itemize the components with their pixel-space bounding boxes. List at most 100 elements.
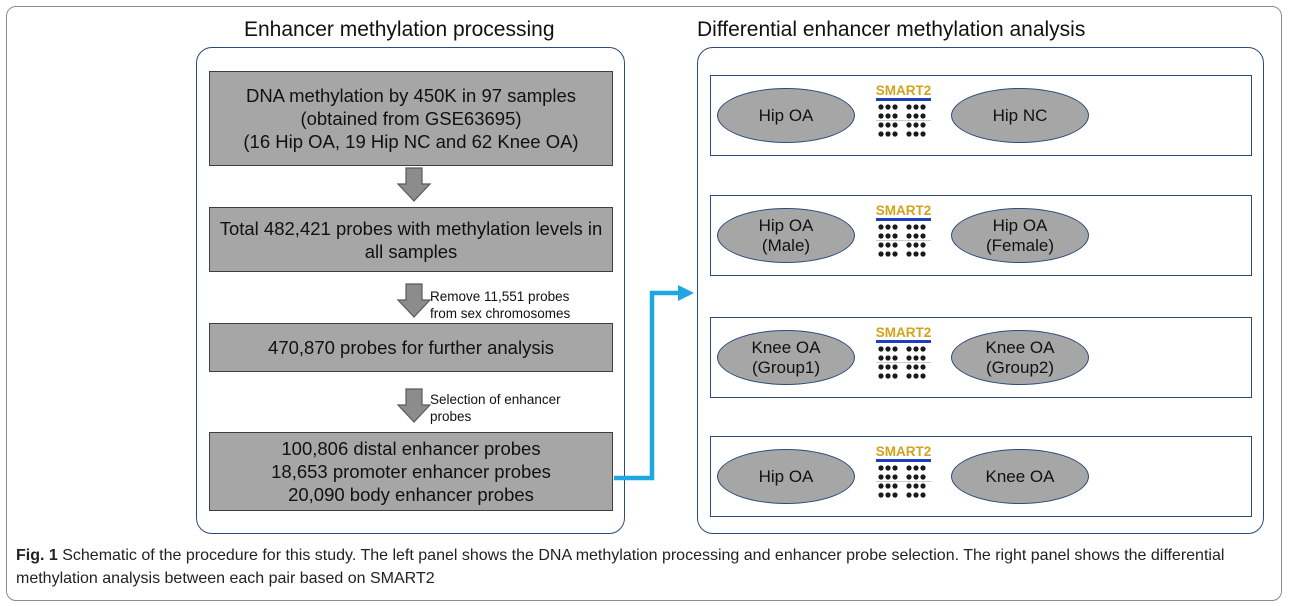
dot-mark xyxy=(885,122,891,128)
step-line: (obtained from GSE63695) xyxy=(300,108,522,129)
step-box-enhancer-probes: 100,806 distal enhancer probes 18,653 pr… xyxy=(209,432,613,511)
dot-mark xyxy=(913,131,919,137)
dot-mark xyxy=(892,224,898,230)
dot-mark xyxy=(885,233,891,239)
down-arrow-icon xyxy=(396,388,432,423)
dot-mark xyxy=(878,465,884,471)
dot-mark xyxy=(906,355,912,361)
dot-mark xyxy=(878,242,884,248)
dot-mark xyxy=(920,224,926,230)
group-ellipse: Hip OA (Male) xyxy=(717,208,855,263)
note-line: Selection of enhancer xyxy=(430,392,561,407)
dot-mark xyxy=(906,474,912,480)
logo-bar xyxy=(876,218,931,221)
dot-mark xyxy=(920,465,926,471)
dot-mark xyxy=(892,355,898,361)
dot-mark xyxy=(878,474,884,480)
smart2-logo-icon: SMART2 xyxy=(875,83,932,147)
dot-mark xyxy=(885,251,891,257)
down-arrow-icon xyxy=(396,283,432,318)
logo-bar xyxy=(876,340,931,343)
logo-bar xyxy=(876,98,931,101)
dot-mark xyxy=(920,474,926,480)
dot-mark xyxy=(892,122,898,128)
arrow-note-enhancer-selection: Selection of enhancer probes xyxy=(430,391,561,425)
dot-grid-icon xyxy=(876,104,931,137)
smart2-logo-icon: SMART2 xyxy=(875,444,932,508)
dot-mark xyxy=(906,113,912,119)
dot-mark xyxy=(913,251,919,257)
step-line: 18,653 promoter enhancer probes xyxy=(271,461,551,482)
dot-mark xyxy=(892,131,898,137)
dot-mark xyxy=(892,233,898,239)
dot-mark xyxy=(906,131,912,137)
tool-label: SMART2 xyxy=(875,444,932,459)
dot-mark xyxy=(885,242,891,248)
group-label: (Female) xyxy=(985,235,1054,255)
dot-mark xyxy=(885,355,891,361)
dot-mark xyxy=(885,224,891,230)
dot-mark xyxy=(878,355,884,361)
dot-mark xyxy=(913,104,919,110)
note-line: probes xyxy=(430,409,472,424)
dot-mark xyxy=(892,492,898,498)
group-label: (Male) xyxy=(761,235,811,255)
group-ellipse: Knee OA xyxy=(951,449,1089,504)
logo-bar xyxy=(876,459,931,462)
dot-mark xyxy=(892,242,898,248)
step-line: 470,870 probes for further analysis xyxy=(268,337,554,358)
dot-mark xyxy=(906,483,912,489)
step-box-further-analysis: 470,870 probes for further analysis xyxy=(209,323,613,372)
group-label: Knee OA xyxy=(985,337,1055,357)
comparison-box: Hip OA SMART2 Knee OA xyxy=(710,436,1252,517)
dot-mark xyxy=(885,373,891,379)
dot-mark xyxy=(913,492,919,498)
group-label: Knee OA xyxy=(985,466,1055,486)
dot-mark xyxy=(913,224,919,230)
tool-label: SMART2 xyxy=(875,325,932,340)
dot-mark xyxy=(906,373,912,379)
step-line: (16 Hip OA, 19 Hip NC and 62 Knee OA) xyxy=(243,131,579,152)
dot-mark xyxy=(906,233,912,239)
group-ellipse: Knee OA (Group2) xyxy=(951,330,1089,385)
group-label: Hip OA xyxy=(758,215,814,235)
dot-mark xyxy=(920,104,926,110)
dot-mark xyxy=(920,355,926,361)
dot-grid-icon xyxy=(876,465,931,498)
group-label: Hip OA xyxy=(758,466,814,486)
dot-mark xyxy=(878,346,884,352)
dot-mark xyxy=(878,251,884,257)
dot-mark xyxy=(885,364,891,370)
dot-mark xyxy=(920,113,926,119)
tool-label: SMART2 xyxy=(875,83,932,98)
down-arrow-icon xyxy=(396,167,432,202)
dot-mark xyxy=(878,373,884,379)
dot-mark xyxy=(920,122,926,128)
dot-mark xyxy=(913,483,919,489)
figure-caption: Fig. 1 Schematic of the procedure for th… xyxy=(16,544,1268,590)
dot-mark xyxy=(892,483,898,489)
dot-mark xyxy=(906,122,912,128)
dot-mark xyxy=(892,373,898,379)
group-ellipse: Knee OA (Group1) xyxy=(717,330,855,385)
dot-mark xyxy=(913,233,919,239)
dot-mark xyxy=(920,492,926,498)
tool-label: SMART2 xyxy=(875,203,932,218)
dot-mark xyxy=(878,104,884,110)
dot-mark xyxy=(913,474,919,480)
dot-mark xyxy=(885,465,891,471)
dot-mark xyxy=(878,113,884,119)
dot-mark xyxy=(920,251,926,257)
step-line: 20,090 body enhancer probes xyxy=(288,484,534,505)
group-label: Knee OA xyxy=(751,337,821,357)
smart2-logo-icon: SMART2 xyxy=(875,325,932,389)
dot-mark xyxy=(892,364,898,370)
dot-mark xyxy=(913,465,919,471)
comparison-box: Knee OA (Group1) SMART2 Knee OA (Group2) xyxy=(710,317,1252,398)
dot-mark xyxy=(885,113,891,119)
group-label: Hip OA xyxy=(992,215,1048,235)
dot-mark xyxy=(913,113,919,119)
dot-mark xyxy=(913,346,919,352)
dot-mark xyxy=(913,364,919,370)
dot-mark xyxy=(892,113,898,119)
